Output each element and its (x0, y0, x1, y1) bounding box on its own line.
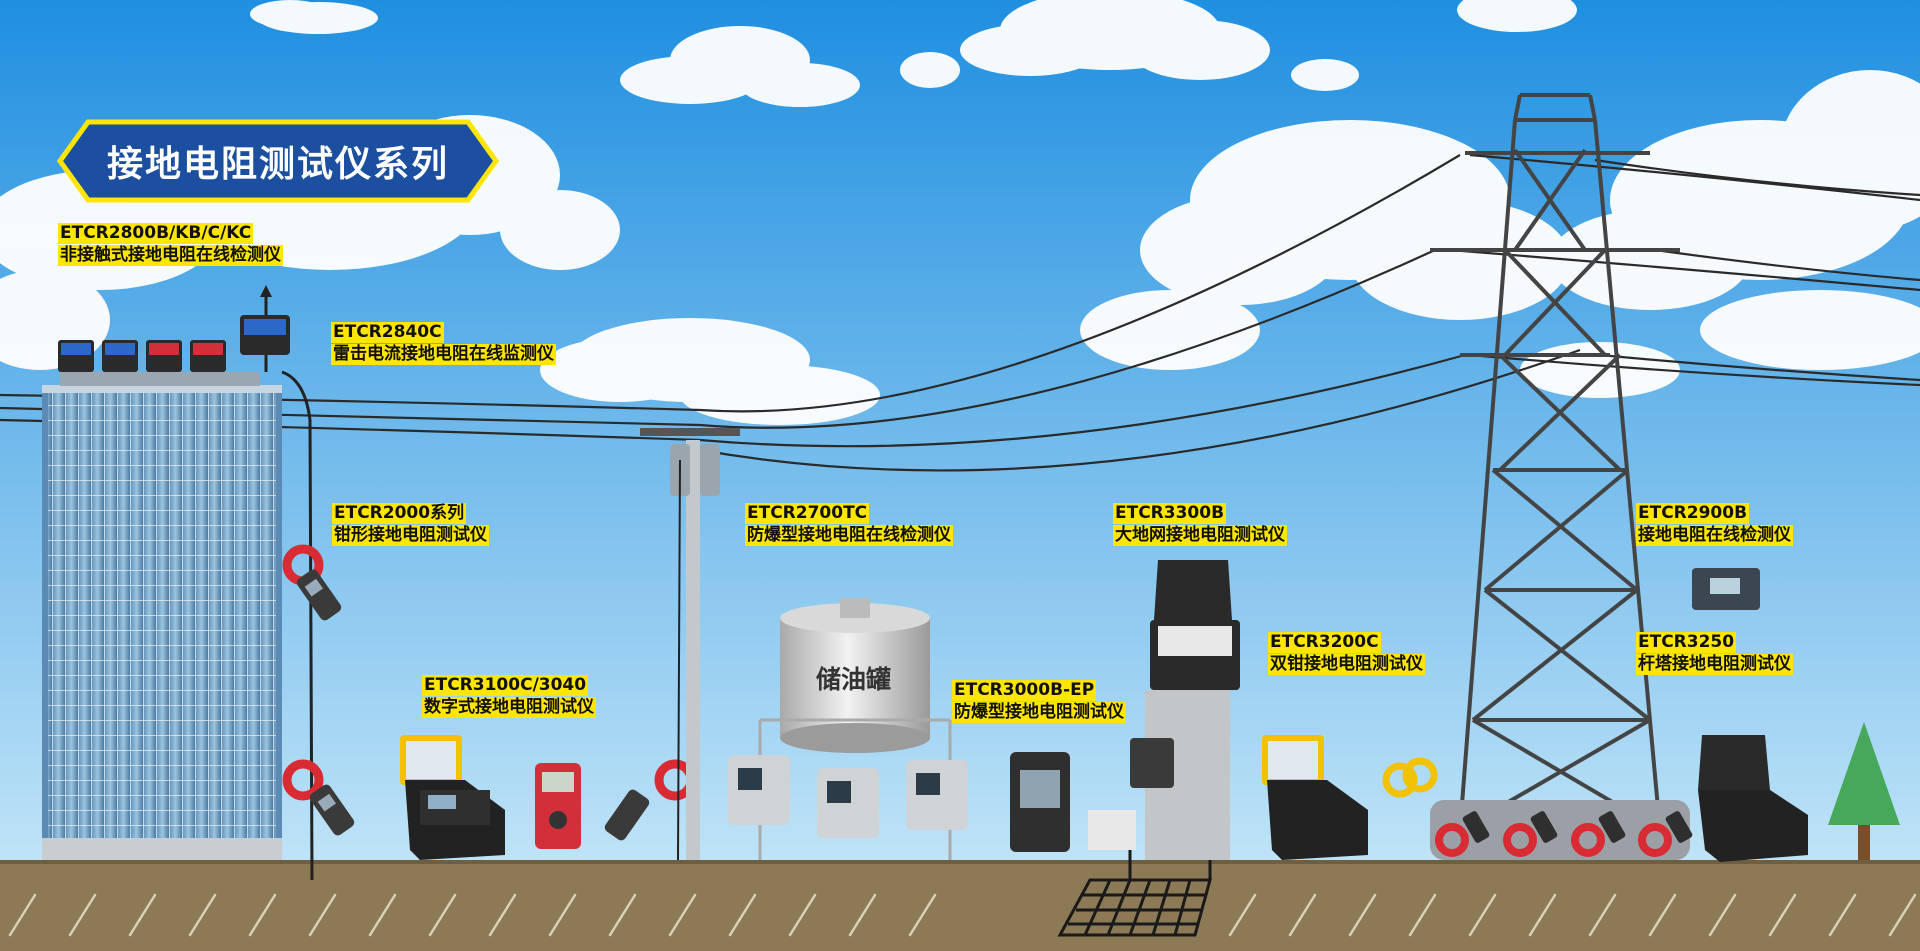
product-name: 大地网接地电阻测试仪 (1113, 525, 1287, 546)
product-name: 数字式接地电阻测试仪 (422, 697, 596, 718)
tower-base (1430, 800, 1693, 860)
product-name: 雷击电流接地电阻在线监测仪 (331, 344, 556, 365)
title-banner: 接地电阻测试仪系列 (60, 122, 496, 200)
clamp-meter (282, 759, 355, 836)
product-model: ETCR3200C (1268, 632, 1381, 653)
product-model: ETCR2800B/KB/C/KC (58, 223, 254, 244)
product-model: ETCR2840C (331, 322, 444, 343)
product-label-etcr2900b[interactable]: ETCR2900B 接地电阻在线检测仪 (1636, 503, 1793, 546)
product-name: 接地电阻在线检测仪 (1636, 525, 1793, 546)
handheld-meter (535, 763, 581, 849)
power-lines (0, 153, 1920, 472)
product-label-etcr2700tc[interactable]: ETCR2700TC 防爆型接地电阻在线检测仪 (745, 503, 953, 546)
product-name: 防爆型接地电阻测试仪 (952, 702, 1126, 723)
transmission-tower (1430, 93, 1680, 832)
ground-grid (1057, 850, 1212, 937)
product-model: ETCR2900B (1636, 503, 1750, 524)
title-banner-shape (56, 119, 500, 203)
product-label-etcr3250[interactable]: ETCR3250 杆塔接地电阻测试仪 (1636, 632, 1793, 675)
product-name: 杆塔接地电阻测试仪 (1636, 654, 1793, 675)
product-name: 双钳接地电阻测试仪 (1268, 654, 1425, 675)
office-building (42, 285, 282, 860)
page-title: 接地电阻测试仪系列 (106, 144, 449, 185)
product-model: ETCR3100C/3040 (422, 675, 589, 696)
product-label-etcr2000[interactable]: ETCR2000系列 钳形接地电阻测试仪 (332, 503, 489, 546)
online-monitor-device (1692, 568, 1760, 610)
product-name: 钳形接地电阻测试仪 (332, 525, 489, 546)
carrying-case-instrument (1088, 560, 1240, 860)
product-model: ETCR2000系列 (332, 503, 467, 524)
handheld-meter (1010, 752, 1070, 852)
product-model: ETCR3250 (1636, 632, 1737, 653)
utility-pole (640, 428, 740, 861)
product-label-etcr3000b[interactable]: ETCR3000B-EP 防爆型接地电阻测试仪 (952, 680, 1126, 723)
tree (1828, 722, 1900, 860)
product-name: 防爆型接地电阻在线检测仪 (745, 525, 953, 546)
product-model: ETCR3000B-EP (952, 680, 1097, 701)
down-conductor (281, 370, 314, 881)
ground (0, 860, 1920, 951)
carrying-case-instrument (1698, 735, 1808, 862)
product-label-etcr2840c[interactable]: ETCR2840C 雷击电流接地电阻在线监测仪 (331, 322, 556, 365)
product-label-etcr3100c[interactable]: ETCR3100C/3040 数字式接地电阻测试仪 (422, 675, 596, 718)
product-label-etcr3300b[interactable]: ETCR3300B 大地网接地电阻测试仪 (1113, 503, 1287, 546)
clamp-meter (282, 544, 342, 621)
carrying-case-instrument (1262, 735, 1438, 860)
product-model: ETCR3300B (1113, 503, 1227, 524)
product-label-etcr3200c[interactable]: ETCR3200C 双钳接地电阻测试仪 (1268, 632, 1425, 675)
carrying-case-instrument (400, 735, 505, 860)
tank-label: 储油罐 (816, 665, 892, 694)
explosion-proof-box (728, 755, 968, 838)
product-name: 非接触式接地电阻在线检测仪 (58, 245, 283, 266)
product-model: ETCR2700TC (745, 503, 870, 524)
sensor-cluster (58, 315, 290, 372)
product-label-etcr2800b[interactable]: ETCR2800B/KB/C/KC 非接触式接地电阻在线检测仪 (58, 223, 283, 266)
